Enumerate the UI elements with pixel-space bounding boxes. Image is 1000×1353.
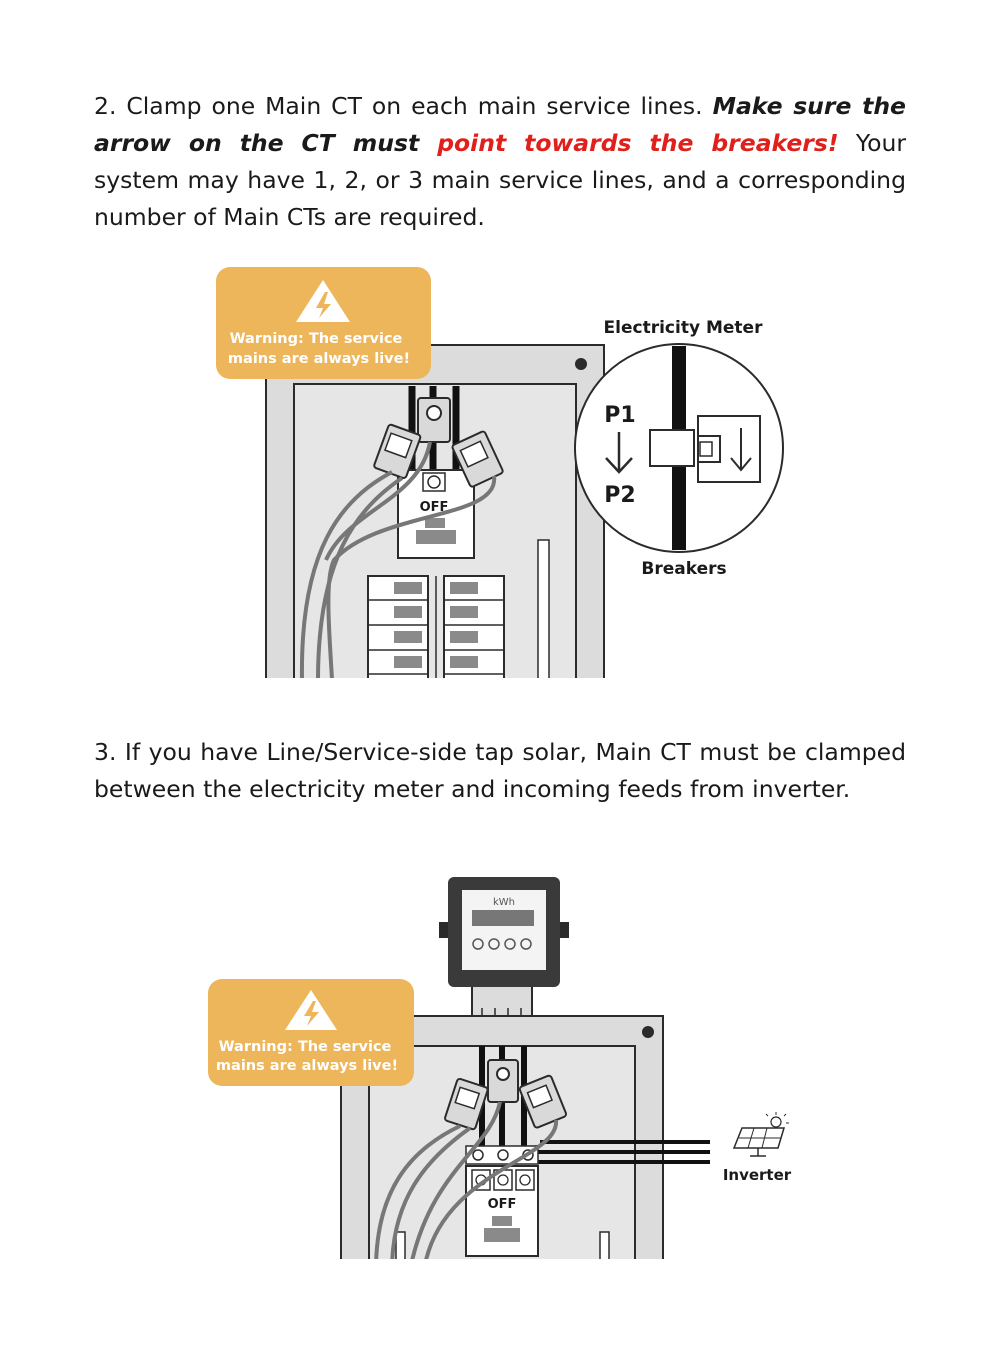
ct-clamp-right [451, 430, 504, 488]
ct-clamp-center [417, 397, 451, 443]
solar-panel-icon [732, 1112, 789, 1157]
zoom-title: Electricity Meter [604, 318, 764, 338]
main-breaker-label: OFF [420, 500, 449, 515]
step2-emphasis: Make sure the arrow on the CT must [94, 92, 906, 157]
warning-callout: Warning: The service mains are always li… [208, 979, 414, 1086]
ct-clamp-center [487, 1059, 519, 1103]
zoom-p2: P2 [604, 483, 635, 508]
ct-clamp-right [518, 1074, 568, 1129]
main-breaker-label: OFF [488, 1197, 517, 1212]
warning-triangle-icon [285, 990, 337, 1030]
zoom-bottom-label: Breakers [641, 559, 726, 579]
step3-paragraph: 3. If you have Line/Service-side tap sol… [94, 738, 906, 803]
zoom-p1: P1 [604, 403, 635, 428]
arrow-down-icon [605, 432, 633, 474]
warning-triangle-icon [296, 280, 350, 322]
meter-unit: kWh [493, 897, 515, 908]
step2-rest: Your system may have 1, 2, or 3 main ser… [94, 129, 906, 231]
electricity-meter: kWh [439, 877, 569, 1017]
step2-emphasis-red: point towards the breakers! [437, 129, 839, 157]
figure-panel-ct-clamping: OFF [216, 267, 784, 678]
warning-line2: mains are always live! [228, 351, 410, 367]
arrow-down-icon [730, 428, 752, 472]
ct-clamp-left [373, 423, 422, 479]
branch-breakers [367, 575, 505, 678]
warning-line2: mains are always live! [216, 1058, 398, 1074]
figure-line-side-tap: kWh OFF [208, 877, 792, 1259]
inverter-label: Inverter [723, 1166, 792, 1184]
step2-lead: 2. Clamp one Main CT on each main servic… [94, 92, 713, 120]
warning-line1: Warning: The service [230, 331, 403, 347]
zoom-callout: Electricity Meter P1 P2 Breakers [574, 318, 784, 579]
ct-clamp-left [444, 1077, 489, 1131]
warning-callout: Warning: The service mains are always li… [216, 267, 431, 379]
step2-paragraph: 2. Clamp one Main CT on each main servic… [94, 88, 906, 236]
warning-line1: Warning: The service [219, 1039, 392, 1055]
